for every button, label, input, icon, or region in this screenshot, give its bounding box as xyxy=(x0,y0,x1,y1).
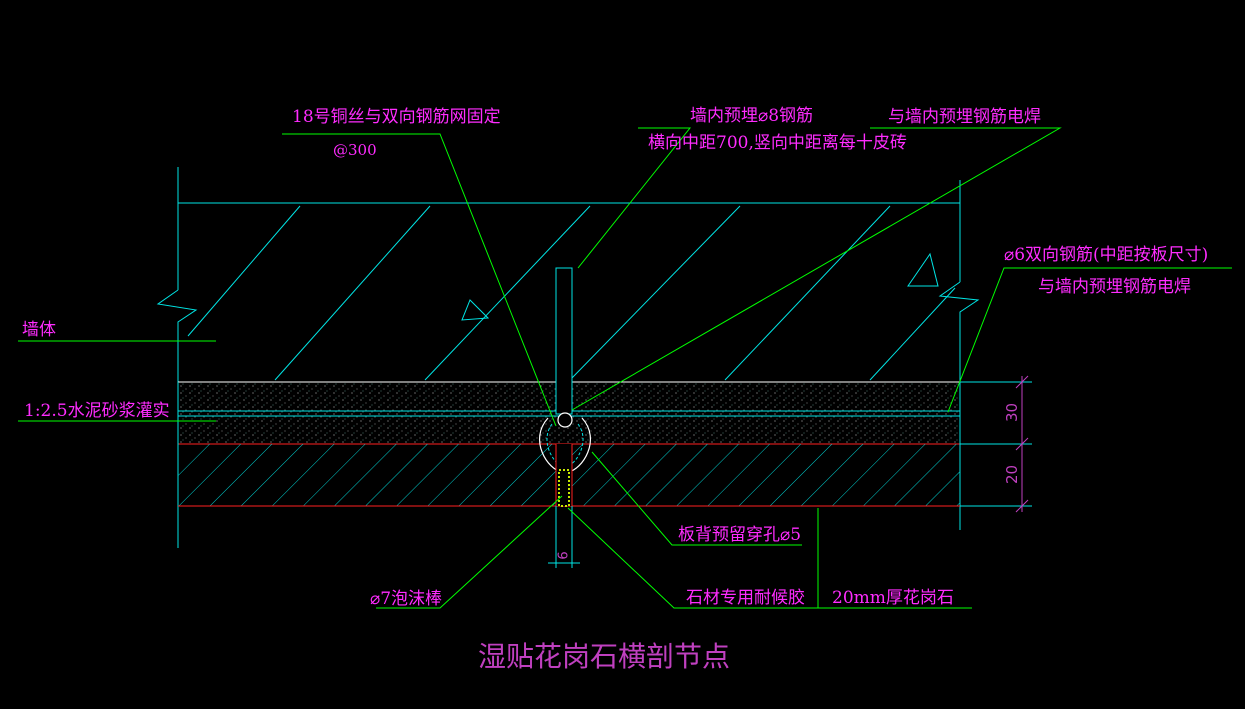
leader-lines xyxy=(18,127,1232,609)
dimension-lines xyxy=(960,375,1032,513)
wall-block xyxy=(156,167,980,382)
embedded-rebar xyxy=(539,267,591,473)
label-sealant: 石材专用耐候胶 xyxy=(686,588,805,608)
dim-mortar-thickness: 30 xyxy=(1003,402,1022,423)
label-back-hole: 板背预留穿孔⌀5 xyxy=(678,525,802,545)
wall-hatch xyxy=(187,205,956,381)
label-embed-spacing: 横向中距700,竖向中距离每十皮砖 xyxy=(648,133,907,153)
label-weld-top: 与墙内预埋钢筋电焊 xyxy=(888,107,1041,127)
dim-stone-thickness: 20 xyxy=(1003,464,1022,485)
label-granite: 20mm厚花岗石 xyxy=(832,588,954,608)
label-mortar: 1:2.5水泥砂浆灌实 xyxy=(24,401,170,421)
label-wall: 墙体 xyxy=(22,320,56,340)
label-embed-rebar: 墙内预埋⌀8钢筋 xyxy=(690,106,814,126)
drawing-title: 湿贴花岗石横剖节点 xyxy=(478,640,731,673)
label-mesh-rebar: ⌀6双向钢筋(中距按板尺寸) xyxy=(1004,245,1209,265)
label-foam-rod: ⌀7泡沫棒 xyxy=(370,589,443,609)
dim-joint-width: 6 xyxy=(556,551,572,560)
label-wire-spacing: @300 xyxy=(333,141,377,159)
label-wire-fix: 18号铜丝与双向钢筋网固定 xyxy=(292,107,501,127)
stone-joint xyxy=(548,444,580,568)
granite-layer xyxy=(178,444,960,507)
label-mesh-weld: 与墙内预埋钢筋电焊 xyxy=(1038,277,1191,297)
sealant-fill xyxy=(558,469,570,507)
wall-symbol-triangle xyxy=(461,299,490,321)
wall-symbol-triangle xyxy=(907,252,939,287)
